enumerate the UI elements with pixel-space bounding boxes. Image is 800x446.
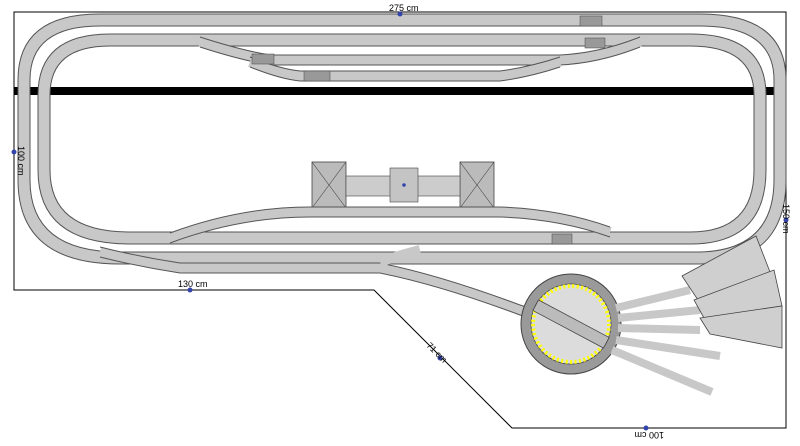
roundhouse-tracks bbox=[610, 286, 721, 396]
baseboard-outline bbox=[13, 11, 787, 429]
scenic-divider bbox=[14, 87, 786, 95]
inner-loop-track bbox=[37, 33, 767, 245]
outer-loop-track bbox=[17, 13, 787, 265]
turntable bbox=[520, 273, 622, 375]
turntable-lead-track bbox=[98, 245, 547, 324]
dimension-top: 275 cm bbox=[389, 3, 419, 13]
engine-sheds bbox=[681, 235, 783, 349]
dimension-bottom-right: 100 cm bbox=[634, 430, 664, 440]
dimension-diagonal: 71 cm bbox=[425, 340, 449, 364]
dimension-right: 150 cm bbox=[781, 204, 791, 234]
dimension-bottom-left: 130 cm bbox=[178, 279, 208, 289]
top-sidings bbox=[198, 36, 642, 82]
turnout-symbols bbox=[251, 15, 606, 245]
station-tracks bbox=[168, 206, 612, 244]
dimension-left: 100 cm bbox=[16, 146, 26, 176]
dimension-markers bbox=[11, 11, 789, 431]
station-building bbox=[311, 161, 495, 209]
